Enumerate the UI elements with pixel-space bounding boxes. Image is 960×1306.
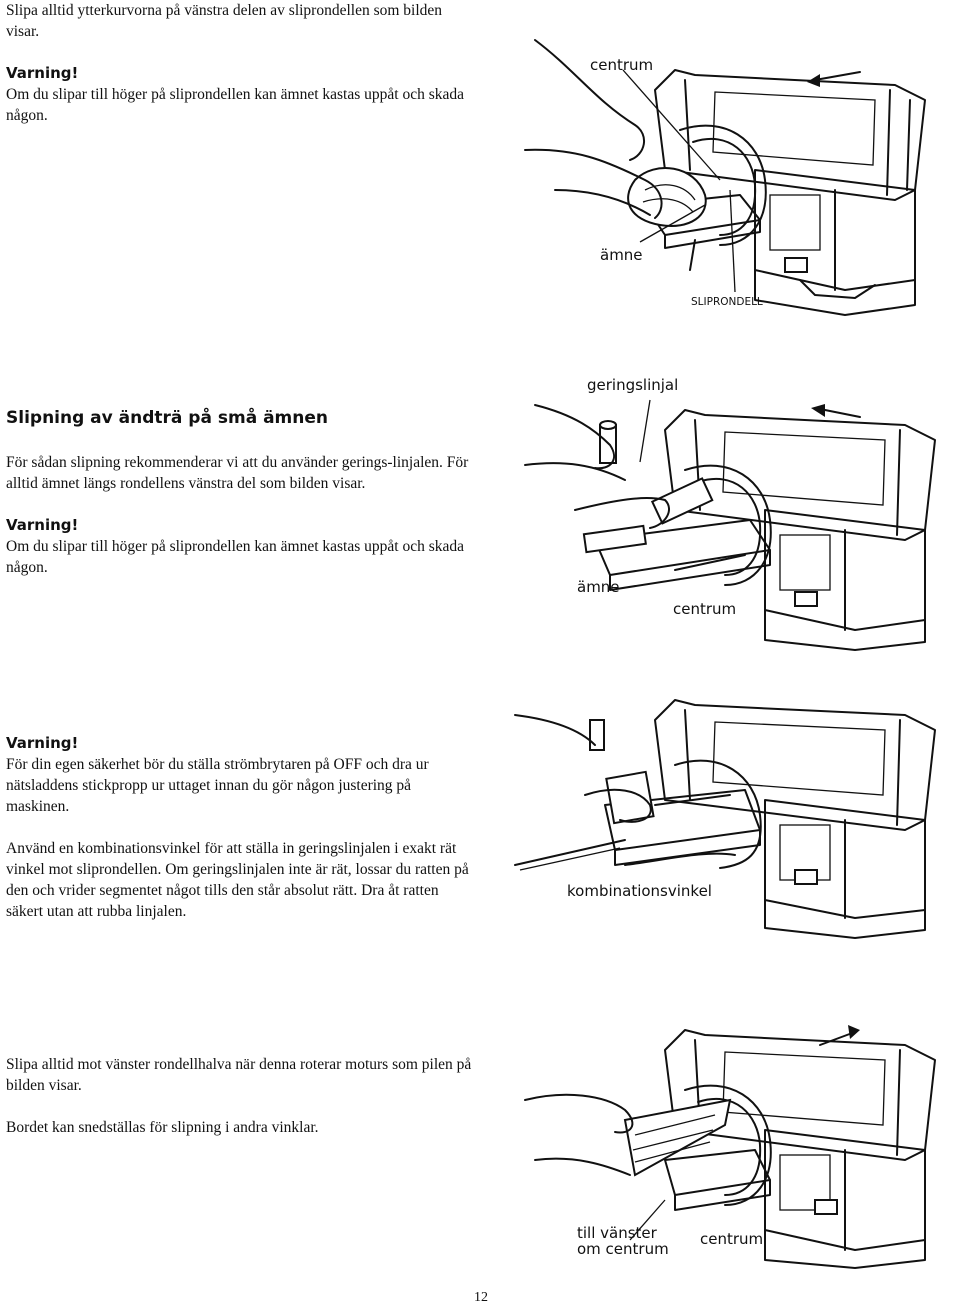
label-till-vanster: till vänster (577, 1224, 658, 1242)
page-number: 12 (474, 1290, 488, 1305)
label-om-centrum: om centrum (577, 1240, 669, 1258)
intro-text: Slipa alltid ytterkurvorna på vänstra de… (6, 2, 443, 40)
figure-disc-sanding-curve: centrum ämne SLIPRONDELL (524, 39, 926, 316)
warning-title: Varning! (6, 64, 79, 82)
section-end-grain: För sådan slipning rekommenderar vi att … (6, 452, 476, 578)
warning-text: Om du slipar till höger på sliprondellen… (6, 538, 464, 576)
warning-text: För din egen säkerhet bör du ställa strö… (6, 756, 429, 815)
end-grain-text: För sådan slipning rekommenderar vi att … (6, 454, 469, 492)
figure-counterclockwise: till vänster om centrum centrum (524, 1025, 936, 1269)
sander-illustration (524, 1025, 936, 1269)
section-rotation: Slipa alltid mot vänster rondellhalva nä… (6, 1054, 476, 1138)
rotation-text: Slipa alltid mot vänster rondellhalva nä… (6, 1056, 472, 1094)
warning-title: Varning! (6, 734, 79, 752)
table-tilt-text: Bordet kan snedställas för slipning i an… (6, 1119, 319, 1136)
section-heading: Slipning av ändträ på små ämnen (6, 408, 329, 428)
label-amne: ämne (600, 246, 643, 264)
adjustment-text: Använd en kombinationsvinkel för att stä… (6, 840, 469, 920)
figure-combination-square: kombinationsvinkel (514, 699, 936, 939)
figure-miter-gauge: geringslinjal ämne centrum (524, 376, 936, 651)
section-adjustment: Varning! För din egen säkerhet bör du st… (6, 733, 476, 922)
label-sliprondell: SLIPRONDELL (691, 296, 763, 308)
label-centrum: centrum (590, 56, 653, 74)
label-centrum: centrum (673, 600, 736, 618)
label-kombinationsvinkel: kombinationsvinkel (567, 882, 712, 900)
label-amne: ämne (577, 578, 620, 596)
warning-text: Om du slipar till höger på sliprondellen… (6, 86, 464, 124)
sander-illustration (514, 699, 936, 939)
section-intro: Slipa alltid ytterkurvorna på vänstra de… (6, 0, 476, 126)
warning-title: Varning! (6, 516, 79, 534)
label-geringslinjal: geringslinjal (587, 376, 678, 394)
sander-illustration (524, 404, 936, 651)
label-centrum: centrum (700, 1230, 763, 1248)
sander-illustration (524, 39, 926, 316)
